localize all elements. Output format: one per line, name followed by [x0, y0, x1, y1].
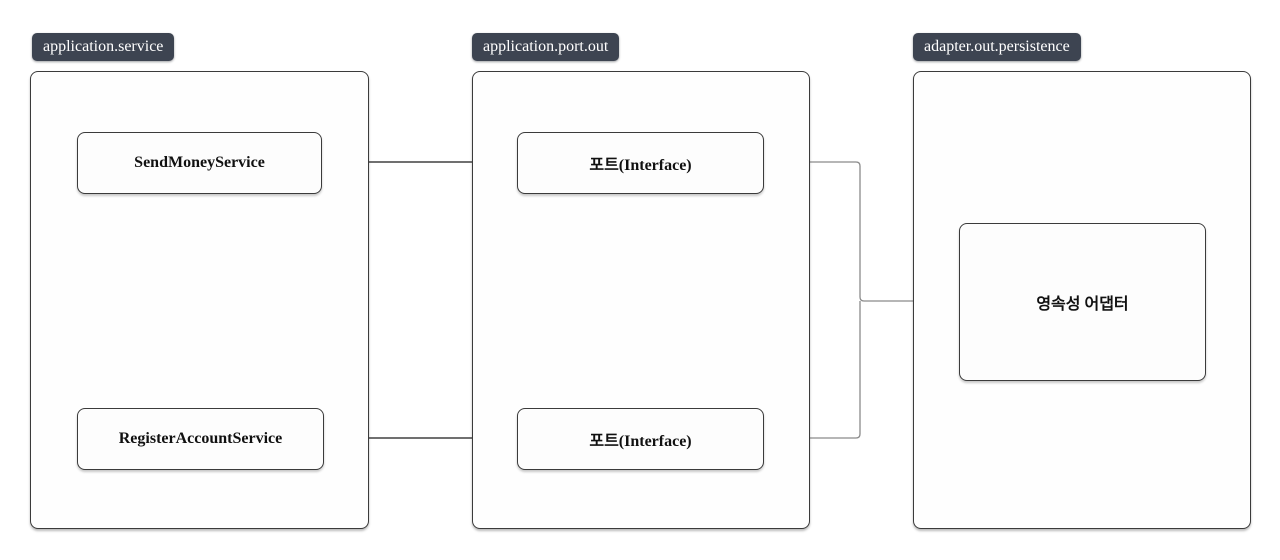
node-persistence-adapter: 영속성 어댑터	[959, 223, 1206, 381]
node-register-account-service: RegisterAccountService	[77, 408, 324, 470]
node-port-interface-bottom: 포트(Interface)	[517, 408, 764, 470]
group-badge-adapter-out-persistence: adapter.out.persistence	[913, 33, 1081, 61]
group-badge-application-port-out: application.port.out	[472, 33, 620, 61]
node-label: 포트(Interface)	[589, 157, 692, 174]
node-label: RegisterAccountService	[118, 430, 283, 447]
node-label: 영속성 어댑터	[1036, 296, 1129, 313]
node-label: SendMoneyService	[134, 154, 265, 171]
node-port-interface-top: 포트(Interface)	[517, 132, 764, 194]
node-label: 포트(Interface)	[589, 433, 692, 450]
group-badge-application-service: application.service	[32, 33, 175, 61]
node-send-money-service: SendMoneyService	[77, 132, 322, 194]
